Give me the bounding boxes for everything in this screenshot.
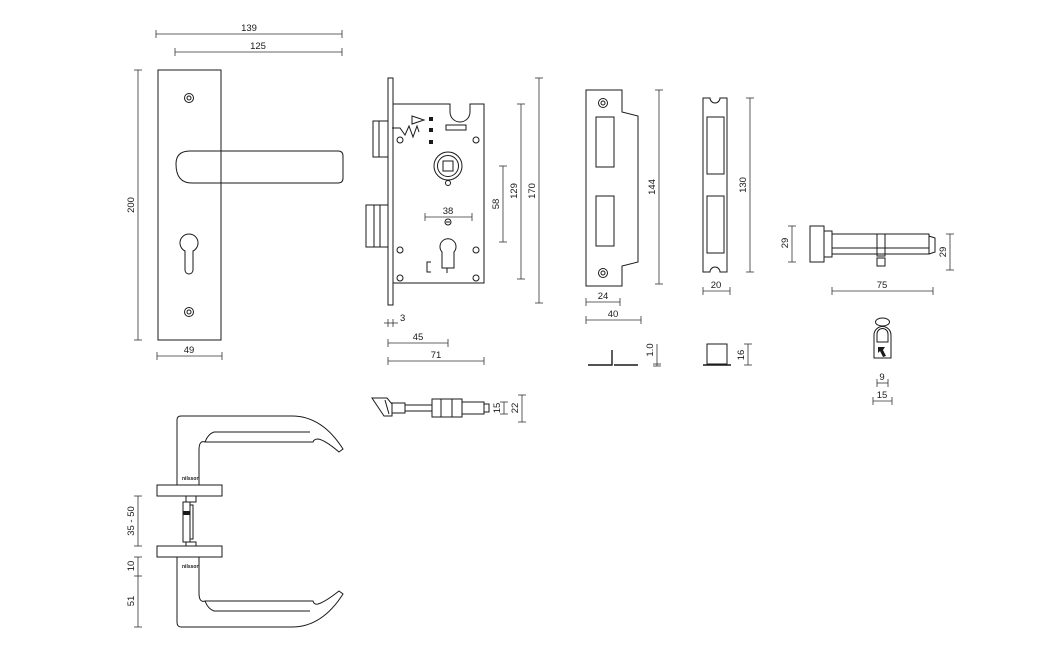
strike-dimensions: 144 24 40	[585, 89, 663, 324]
dim-75-label: 75	[877, 280, 888, 291]
lever-front	[175, 150, 344, 184]
dim-71-label: 71	[431, 350, 442, 361]
euro-cylinder	[809, 225, 936, 267]
dim-130-label: 130	[738, 177, 749, 193]
dim-58-label: 58	[491, 199, 502, 210]
rose-brand-bottom: nilsson	[182, 564, 200, 570]
dim-49-label: 49	[184, 345, 195, 356]
lever-set-dimensions: 35 - 50 10 51	[126, 495, 142, 628]
dim-40-label: 40	[608, 309, 619, 320]
dim-16-label: 16	[736, 350, 747, 361]
latch-dimensions: 15 22	[492, 394, 526, 423]
dim-51-label: 51	[126, 596, 137, 607]
lock-dimensions: 38 58 129 170 3 45 71	[384, 77, 543, 365]
plate-dimensions: 139 125 200 49	[126, 23, 343, 360]
dim-45-label: 45	[413, 332, 424, 343]
cylinder-dimensions: 29 29 75	[780, 225, 954, 295]
dim-35-50-label: 35 - 50	[126, 506, 137, 536]
strike-box-side-view: 16	[703, 343, 752, 366]
strike-plate	[585, 89, 639, 287]
keyhole	[179, 233, 199, 275]
dim-29-right-label: 29	[938, 247, 949, 258]
lever-upper	[176, 415, 344, 486]
strike-box-dimensions: 130 20	[702, 97, 754, 295]
dim-1-0-label: 1.0	[645, 343, 656, 356]
rose-brand-top: nilsson	[182, 476, 200, 482]
strike-side-view: 1.0	[588, 343, 661, 367]
lever-set-side-view: nilsson nilsson	[156, 415, 344, 628]
dim-139-label: 139	[241, 23, 257, 34]
dim-200-label: 200	[126, 197, 137, 213]
latch-side-view	[371, 397, 490, 418]
dim-144-label: 144	[647, 179, 658, 195]
lock-cylinder-cutout	[439, 238, 457, 269]
dim-170-label: 170	[527, 183, 538, 199]
mortise-lock-body	[365, 77, 485, 306]
strike-box	[702, 97, 728, 273]
dim-29-left-label: 29	[780, 238, 791, 249]
dim-15-profile-label: 15	[877, 390, 888, 401]
dim-129-label: 129	[509, 183, 520, 199]
dim-20-label: 20	[711, 280, 722, 291]
dim-38-label: 38	[443, 206, 454, 217]
dim-15-latch-label: 15	[492, 403, 503, 414]
dim-10-label: 10	[126, 561, 137, 572]
dim-24-label: 24	[598, 291, 609, 302]
dim-9-label: 9	[879, 372, 884, 383]
dim-22-latch-label: 22	[510, 403, 521, 414]
backplate-front-view	[157, 69, 344, 341]
lever-lower	[176, 556, 344, 628]
dim-3-label: 3	[400, 313, 405, 324]
dim-125-label: 125	[250, 41, 266, 52]
cylinder-profile: 9 15	[872, 317, 893, 405]
